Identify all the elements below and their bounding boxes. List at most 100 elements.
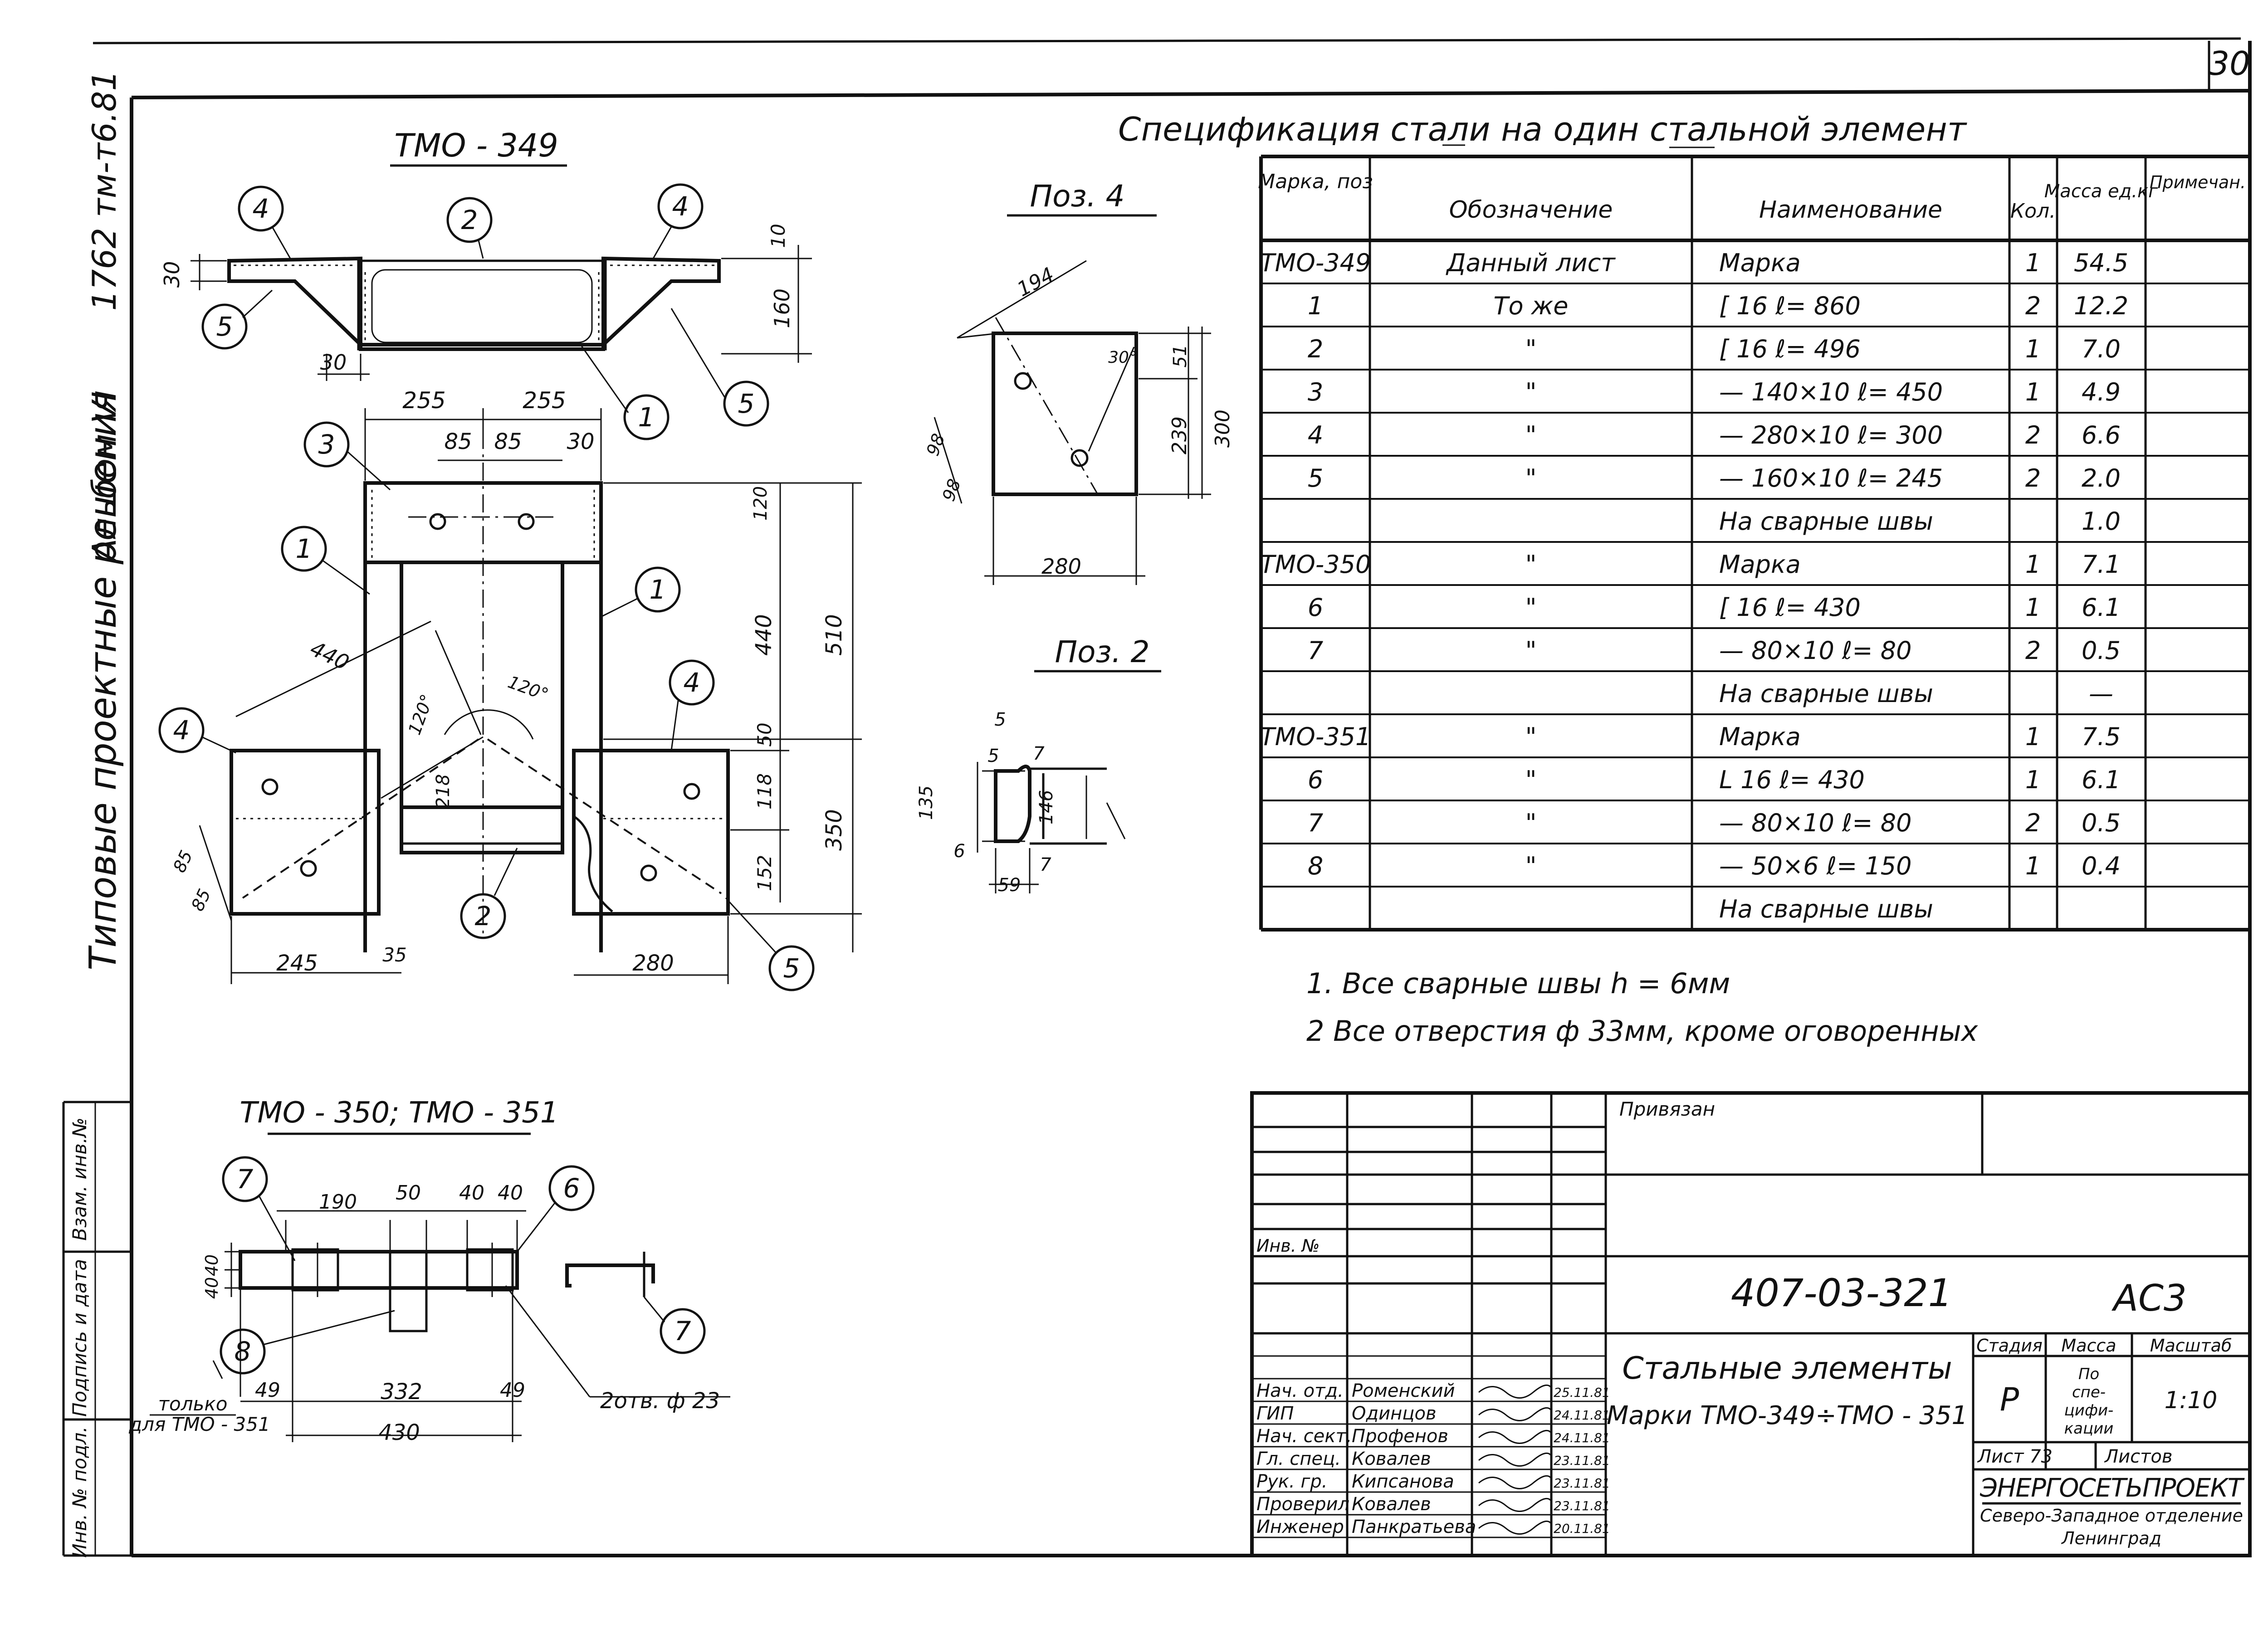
side-cell-replace: Взам. инв.№: [68, 1117, 91, 1241]
tmo349-front-dims: [199, 408, 862, 984]
spec-table-grid: [1259, 155, 2252, 932]
spec-header-designation: Обозначение: [1449, 196, 1613, 224]
dim-440-diag: 440: [307, 636, 353, 675]
spec-cell-mass: 54.5: [2074, 249, 2128, 277]
balloon-3: 3: [318, 429, 335, 460]
poz4-dim-194: 194: [1013, 263, 1058, 301]
spec-cell-mark: 5: [1308, 464, 1323, 493]
tmo350-dim-49-right: 49: [500, 1379, 525, 1402]
stamp-person: Роменский: [1352, 1380, 1455, 1401]
poz2-dim-7-top: 7: [1033, 743, 1045, 764]
spec-cell-mass: 7.5: [2082, 722, 2121, 751]
stamp-role: Инженер: [1256, 1517, 1344, 1537]
tmo350-dim-190: 190: [319, 1190, 357, 1214]
title-poz4: Поз. 4: [1030, 179, 1124, 214]
poz2-dim-6: 6: [953, 841, 965, 862]
spec-cell-qty: 1: [2025, 550, 2041, 579]
dim-120: 120: [750, 486, 771, 521]
spec-cell-mass: 6.1: [2082, 766, 2121, 794]
balloon-7-right: 7: [675, 1316, 691, 1346]
spec-cell-designation: ": [1525, 378, 1537, 406]
note-holes: 2отв. ф 23: [600, 1388, 720, 1414]
balloon-1-right: 1: [650, 574, 666, 605]
stamp-person: Ковалев: [1352, 1449, 1431, 1469]
dim-255-left: 255: [402, 387, 445, 414]
dim-510: 510: [821, 614, 847, 656]
side-album-no: Альбом VI: [85, 391, 123, 563]
balloon-5-right: 5: [738, 388, 755, 419]
poz2-dim-135: 135: [916, 785, 937, 820]
dim-85-left: 85: [444, 429, 472, 454]
balloon-4-front-left: 4: [173, 715, 190, 746]
spec-cell-name: L 16 ℓ= 430: [1719, 766, 1865, 794]
spec-cell-qty: 1: [2025, 593, 2041, 622]
tmo349-top-dims: [191, 245, 812, 381]
poz2-view: [977, 762, 1126, 893]
stamp-role: Гл. спец.: [1256, 1449, 1341, 1469]
spec-cell-qty: 2: [2025, 636, 2041, 665]
spec-header-mark: Марка, поз: [1258, 170, 1373, 193]
stamp-date: 24.11.81: [1554, 1430, 1610, 1445]
spec-cell-mark: ТМО-350: [1260, 550, 1371, 579]
signature-mark: [1478, 1407, 1552, 1421]
tmo349-top-view: [227, 256, 721, 351]
spec-cell-mark: ТМО-351: [1260, 722, 1371, 751]
balloon-4-left: 4: [253, 193, 269, 224]
side-cell-sign: Подпись и дата: [68, 1259, 91, 1417]
stamp-name-2: Марки ТМО-349÷ТМО - 351: [1607, 1401, 1968, 1430]
dim-120-deg-right: 120°: [505, 672, 551, 705]
dim-160: 160: [770, 288, 794, 328]
poz4-dim-30deg: 30°: [1108, 348, 1137, 367]
spec-cell-designation: ": [1525, 550, 1537, 579]
spec-cell-name: [ 16 ℓ= 430: [1719, 593, 1861, 622]
spec-cell-name: — 80×10 ℓ= 80: [1719, 636, 1911, 665]
poz2-dim-7-bottom: 7: [1040, 854, 1051, 875]
balloon-1-top: 1: [638, 402, 655, 433]
spec-cell-designation: ": [1525, 421, 1537, 449]
spec-cell-designation: Данный лист: [1446, 249, 1616, 277]
stamp-date: 23.11.81: [1554, 1498, 1610, 1513]
spec-cell-mark: ТМО-349: [1260, 249, 1371, 277]
spec-cell-mass: —: [2089, 679, 2113, 708]
stamp-mass: По спе- цифи- кации: [2064, 1365, 2114, 1438]
dim-118: 118: [753, 773, 776, 810]
tmo349-front-view: [230, 431, 730, 952]
note-1: 1. Все сварные швы h = 6мм: [1306, 967, 1730, 1000]
spec-cell-name: [ 16 ℓ= 860: [1719, 292, 1861, 320]
spec-cell-designation: ": [1525, 636, 1537, 665]
signature-mark: [1478, 1520, 1552, 1535]
spec-cell-name: На сварные швы: [1719, 507, 1933, 536]
stamp-role: Нач. сект.: [1256, 1426, 1352, 1447]
spec-cell-mass: 4.9: [2082, 378, 2121, 406]
dim-440: 440: [751, 614, 777, 656]
spec-cell-mass: 7.1: [2082, 550, 2121, 579]
dim-245: 245: [276, 951, 318, 976]
spec-cell-qty: 1: [2025, 766, 2041, 794]
spec-cell-mark: 4: [1308, 421, 1323, 449]
stamp-sheet: Лист 73: [1977, 1446, 2053, 1467]
dim-85-right: 85: [494, 429, 522, 454]
stamp-scale-header: Масштаб: [2150, 1336, 2232, 1356]
spec-cell-qty: 2: [2025, 292, 2041, 320]
dim-85-diag-a: 85: [169, 847, 196, 875]
spec-cell-designation: ": [1525, 464, 1537, 493]
spec-cell-name: — 80×10 ℓ= 80: [1719, 809, 1911, 837]
stamp-stage: Р: [2000, 1381, 2019, 1418]
balloon-8: 8: [235, 1336, 251, 1367]
spec-cell-mark: 6: [1308, 593, 1323, 622]
stamp-org-3: Ленинград: [2061, 1528, 2161, 1548]
stamp-role: ГИП: [1256, 1403, 1294, 1424]
poz4-dim-280: 280: [1041, 554, 1081, 579]
spec-cell-mark: 7: [1308, 809, 1323, 837]
spec-cell-name: На сварные швы: [1719, 679, 1933, 708]
dim-50: 50: [753, 722, 776, 746]
stamp-code: 407-03-321: [1731, 1271, 1952, 1315]
side-cell-inv: Инв. № подл.: [68, 1426, 91, 1558]
dim-280: 280: [632, 951, 674, 976]
balloon-5-front: 5: [783, 953, 800, 984]
tmo350-dim-40-b: 40: [498, 1181, 523, 1205]
spec-cell-qty: 1: [2025, 335, 2041, 363]
stamp-inv: Инв. №: [1256, 1236, 1320, 1256]
stamp-sheets: Листов: [2104, 1446, 2172, 1467]
